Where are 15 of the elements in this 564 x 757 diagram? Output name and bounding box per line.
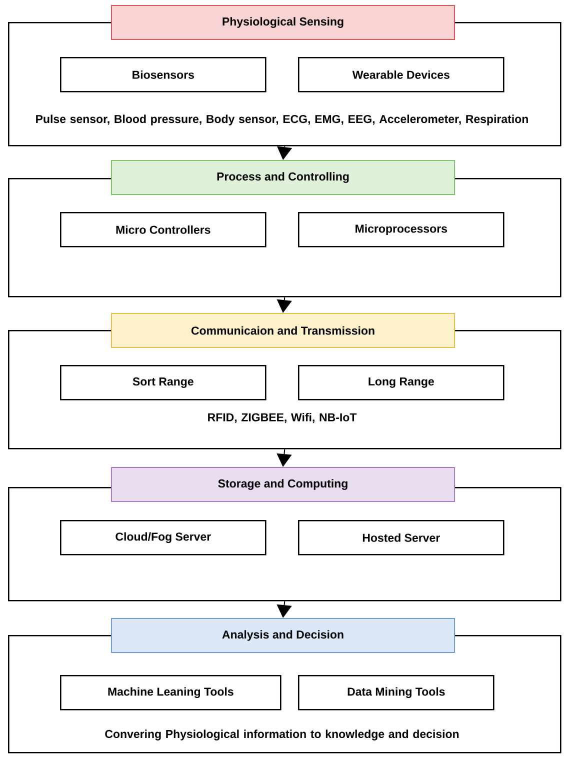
category-box: Hosted Server	[298, 520, 504, 556]
category-box: Biosensors	[60, 57, 266, 92]
category-box: Wearable Devices	[298, 57, 504, 92]
category-box: Long Range	[298, 365, 504, 400]
title-box: Analysis and Decision	[111, 618, 455, 653]
category-box: Micro Controllers	[60, 212, 266, 248]
title-box: Physiological Sensing	[111, 5, 455, 40]
category-box: Cloud/Fog Server	[60, 520, 266, 556]
title-box: Storage and Computing	[111, 467, 455, 502]
category-box: Sort Range	[60, 365, 266, 400]
category-box: Microprocessors	[298, 212, 504, 248]
category-box: Data Mining Tools	[298, 675, 494, 710]
title-box: Process and Controlling	[111, 160, 455, 195]
title-box: Communicaion and Transmission	[111, 313, 455, 348]
category-box: Machine Leaning Tools	[60, 675, 282, 710]
